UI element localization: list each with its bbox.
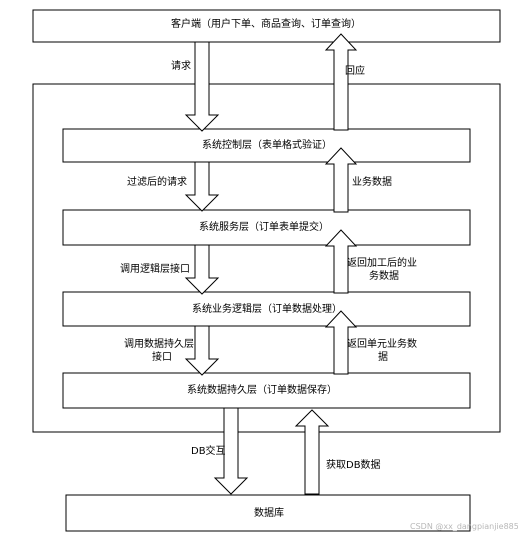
return-processed-label-line1: 返回加工后的业: [347, 256, 417, 269]
call-persistence-label-line1: 调用数据持久层: [124, 337, 194, 350]
business-layer-box: [62, 291, 471, 327]
service-layer-label: 系统服务层（订单表单提交）: [199, 220, 329, 233]
get-db-data-label: 获取DB数据: [326, 458, 381, 471]
business-data-up-arrow: [324, 147, 358, 213]
csdn-watermark: CSDN @xx_dangpianjie885: [410, 522, 518, 531]
call-logic-down-arrow: [184, 244, 220, 295]
call-persistence-label-line2: 接口: [152, 350, 172, 363]
filtered-request-label: 过滤后的请求: [127, 175, 187, 188]
database-label: 数据库: [254, 506, 284, 519]
return-unit-up-arrow: [324, 310, 358, 375]
database-box: [65, 494, 471, 532]
persistence-layer-box: [62, 372, 471, 409]
client-label: 客户端（用户下单、商品查询、订单查询）: [171, 17, 361, 30]
db-interaction-label: DB交互: [191, 444, 226, 457]
client-box: [32, 9, 501, 43]
return-processed-label-line2: 务数据: [369, 269, 399, 282]
return-unit-label-line1: 返回单元业务数: [347, 337, 417, 350]
call-persistence-down-arrow: [184, 325, 220, 376]
business-data-label: 业务数据: [352, 175, 392, 188]
response-up-arrow: [324, 33, 358, 131]
filtered-request-down-arrow: [184, 161, 220, 212]
request-down-arrow: [184, 41, 220, 132]
get-db-data-up-arrow: [294, 409, 330, 495]
persistence-layer-label: 系统数据持久层（订单数据保存）: [187, 383, 337, 396]
request-label: 请求: [171, 59, 191, 72]
service-layer-box: [62, 209, 471, 246]
controller-layer-label: 系统控制层（表单格式验证）: [202, 138, 332, 151]
response-label: 回应: [345, 64, 365, 77]
call-logic-label: 调用逻辑层接口: [120, 262, 190, 275]
business-layer-label: 系统业务逻辑层（订单数据处理）: [192, 302, 342, 315]
return-unit-label-line2: 据: [378, 350, 388, 363]
return-processed-up-arrow: [324, 229, 358, 294]
controller-layer-box: [62, 128, 471, 163]
db-interaction-down-arrow: [213, 407, 249, 495]
